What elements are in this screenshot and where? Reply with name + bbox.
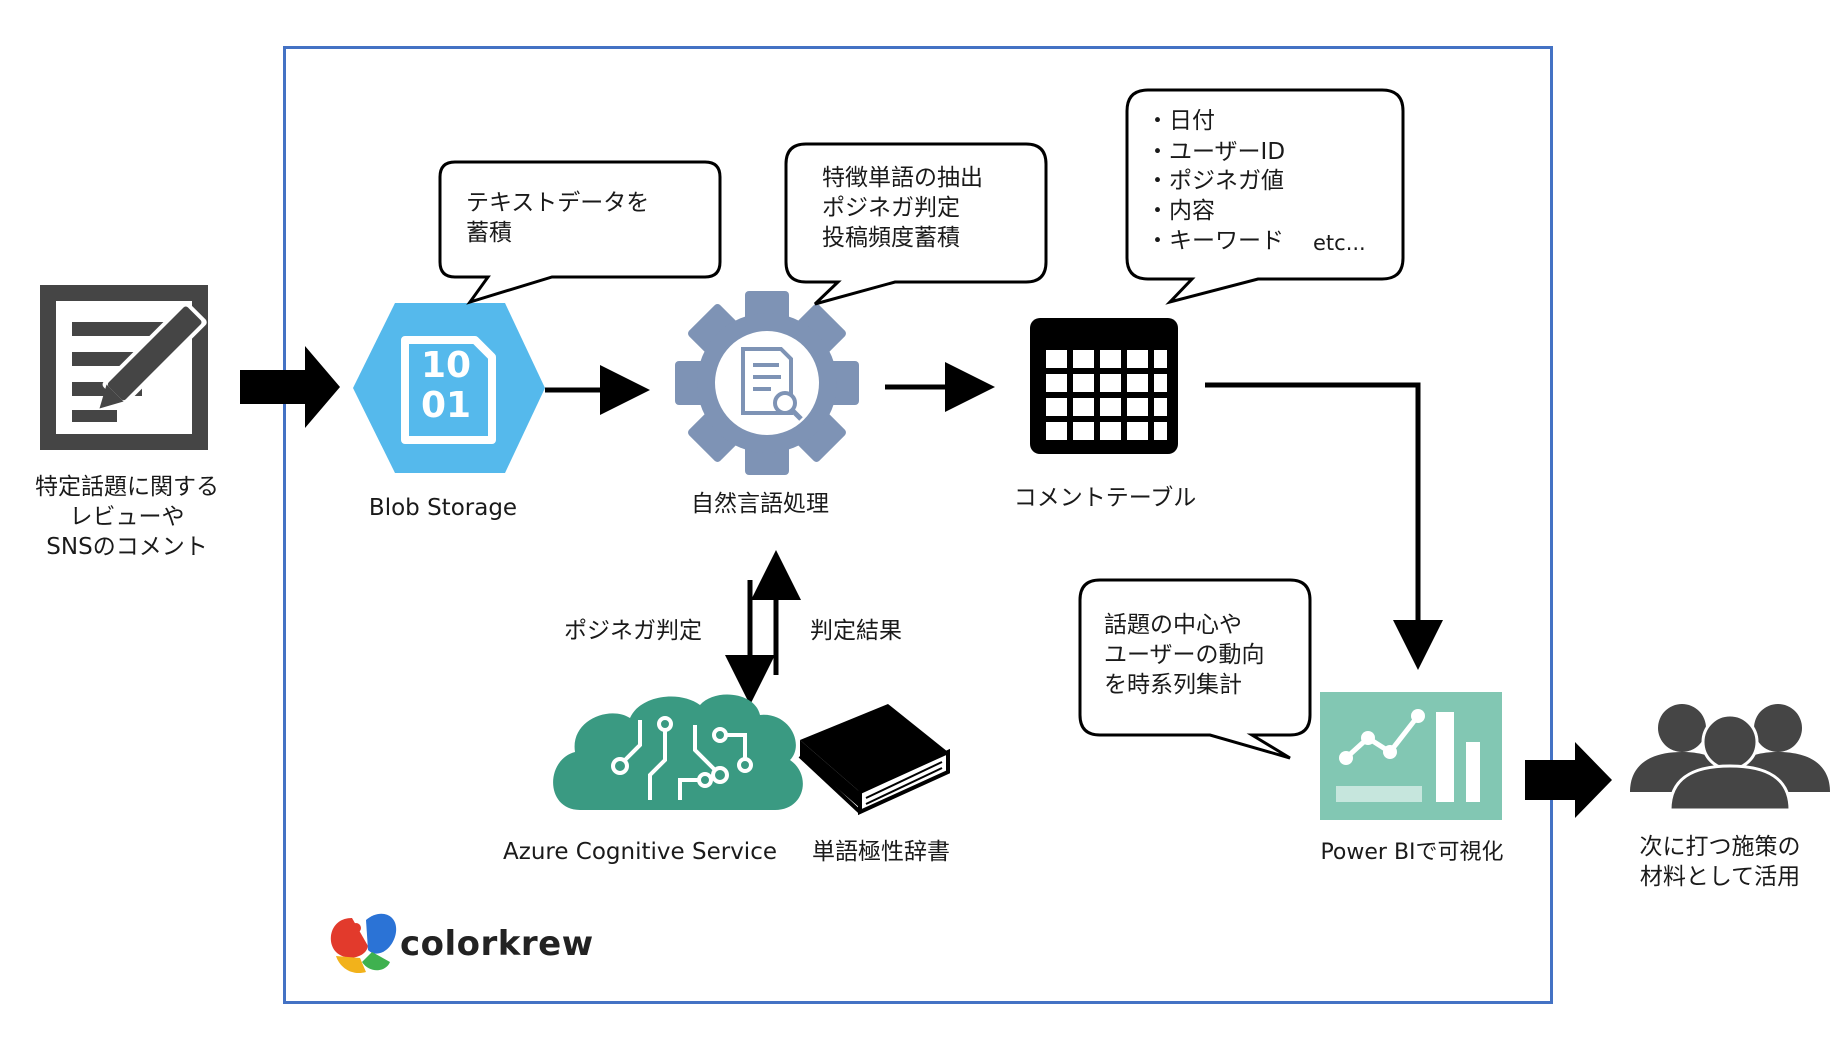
colorkrew-logo-text: colorkrew — [400, 924, 594, 964]
blob-icon-bottom-digits: 01 — [420, 385, 472, 426]
bubble-nlp — [784, 142, 1048, 306]
document-pen-icon — [40, 285, 208, 450]
bubble-powerbi-line-2: ユーザーの動向 — [1104, 642, 1265, 668]
powerbi-icon — [1320, 692, 1502, 820]
posi-nega-request-label: ポジネガ判定 — [564, 618, 702, 644]
source-label-line-2: レビューや — [69, 504, 185, 530]
powerbi-label: Power BIで可視化 — [1320, 840, 1504, 865]
nlp-label: 自然言語処理 — [691, 491, 829, 517]
bubble-table-line-1: ・日付 — [1146, 108, 1215, 134]
bubble-blob-line-1: テキストデータを — [466, 190, 650, 216]
bubble-nlp-line-1: 特徴単語の抽出 — [822, 165, 983, 191]
bubble-blob-line-2: 蓄積 — [466, 220, 512, 246]
blob-storage-label: Blob Storage — [368, 495, 518, 521]
bubble-nlp-line-3: 投稿頻度蓄積 — [822, 225, 960, 251]
bubble-table-etc: etc... — [1313, 231, 1366, 255]
colorkrew-logo-mark — [330, 913, 397, 974]
table-icon — [1030, 318, 1178, 454]
input-arrow — [240, 346, 340, 428]
bubble-table-line-3: ・ポジネガ値 — [1146, 168, 1284, 194]
output-arrow — [1525, 742, 1612, 818]
gear-icon — [675, 291, 859, 475]
bubble-powerbi-line-1: 話題の中心や — [1104, 612, 1242, 638]
bubble-table-line-4: ・内容 — [1146, 198, 1215, 224]
blob-storage-icon — [353, 303, 545, 473]
system-frame — [283, 46, 1553, 1004]
source-label-line-1: 特定話題に関する — [35, 474, 219, 500]
azure-brain-icon — [553, 694, 803, 810]
comment-table-label: コメントテーブル — [1013, 485, 1197, 511]
judgement-result-label: 判定結果 — [810, 618, 902, 644]
blob-icon-top-digits: 10 — [420, 345, 472, 386]
result-label-line-1: 次に打つ施策の — [1639, 834, 1801, 860]
bubble-table-line-2: ・ユーザーID — [1146, 139, 1286, 165]
dictionary-label: 単語極性辞書 — [812, 839, 950, 865]
bubble-table — [1125, 88, 1405, 305]
bubble-powerbi-line-3: を時系列集計 — [1104, 672, 1242, 698]
result-label-line-2: 材料として活用 — [1639, 864, 1801, 890]
bubble-powerbi — [1078, 578, 1312, 760]
bubble-blob — [438, 160, 722, 305]
azure-cognitive-label: Azure Cognitive Service — [503, 839, 777, 865]
bubble-table-line-5: ・キーワード — [1146, 228, 1284, 254]
table-to-powerbi-arrow — [1205, 382, 1443, 670]
dictionary-book-icon — [798, 704, 950, 816]
source-label-line-3: SNSのコメント — [46, 534, 208, 560]
bubble-nlp-line-2: ポジネガ判定 — [822, 195, 960, 221]
people-group-icon — [1630, 704, 1830, 812]
